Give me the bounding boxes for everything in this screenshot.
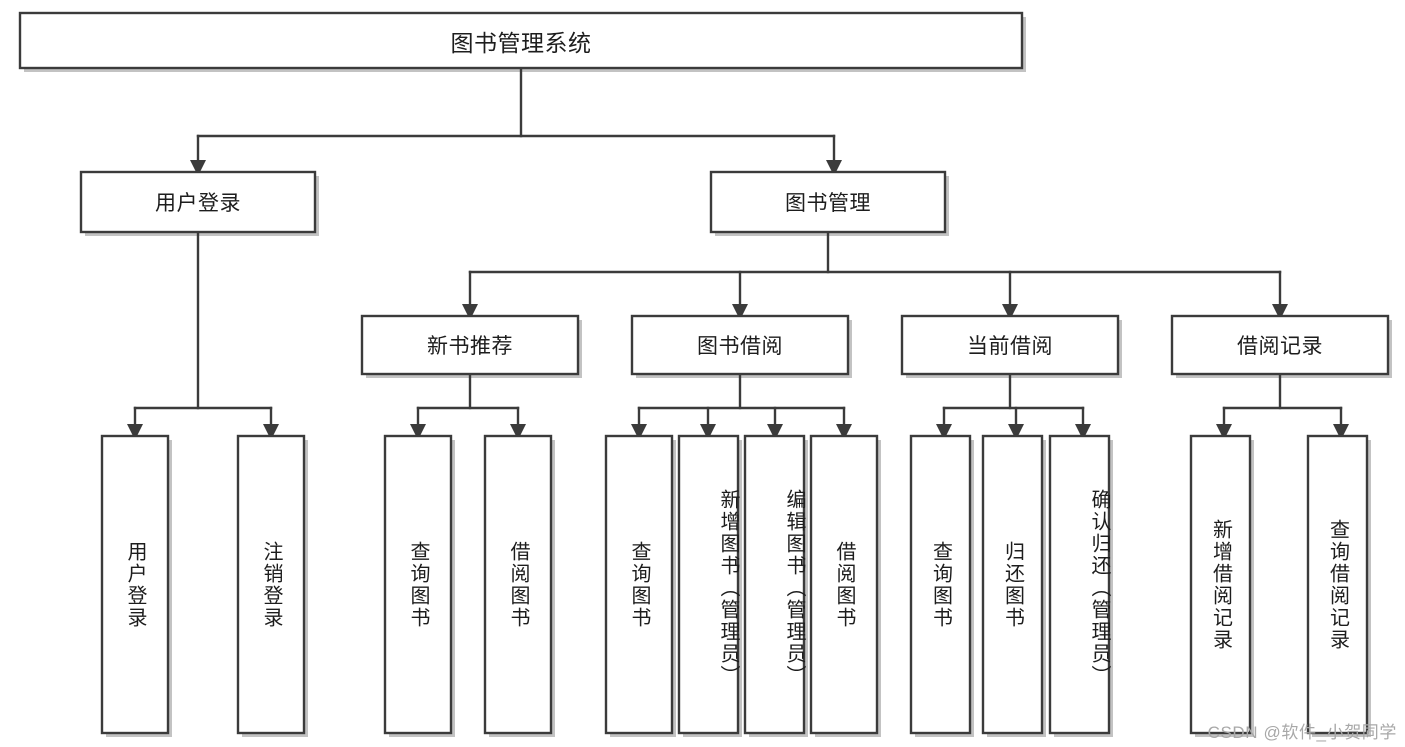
node-rectangles	[18, 11, 1390, 735]
node-rect-leaf-9	[981, 434, 1044, 735]
node-rect-leaf-2	[383, 434, 453, 735]
node-rect-leaf-0	[100, 434, 170, 735]
node-rect-user-login	[79, 170, 317, 234]
node-rect-root	[18, 11, 1024, 70]
node-rect-leaf-4	[604, 434, 674, 735]
node-rect-leaf-8	[909, 434, 972, 735]
node-rect-leaf-3	[483, 434, 553, 735]
node-rect-leaf-1	[236, 434, 306, 735]
node-rect-leaf-6	[743, 434, 806, 735]
node-rect-new-book-recommend	[360, 314, 580, 376]
node-rect-borrow-record	[1170, 314, 1390, 376]
connector-lines	[133, 66, 1343, 426]
node-rect-book-borrow	[630, 314, 850, 376]
node-rect-leaf-12	[1306, 434, 1369, 735]
node-rect-leaf-10	[1048, 434, 1111, 735]
node-rect-leaf-5	[677, 434, 740, 735]
node-rect-book-management	[709, 170, 947, 234]
arrow-heads	[127, 160, 1349, 440]
node-rect-leaf-7	[809, 434, 879, 735]
node-rect-leaf-11	[1189, 434, 1252, 735]
node-rect-current-borrow	[900, 314, 1120, 376]
